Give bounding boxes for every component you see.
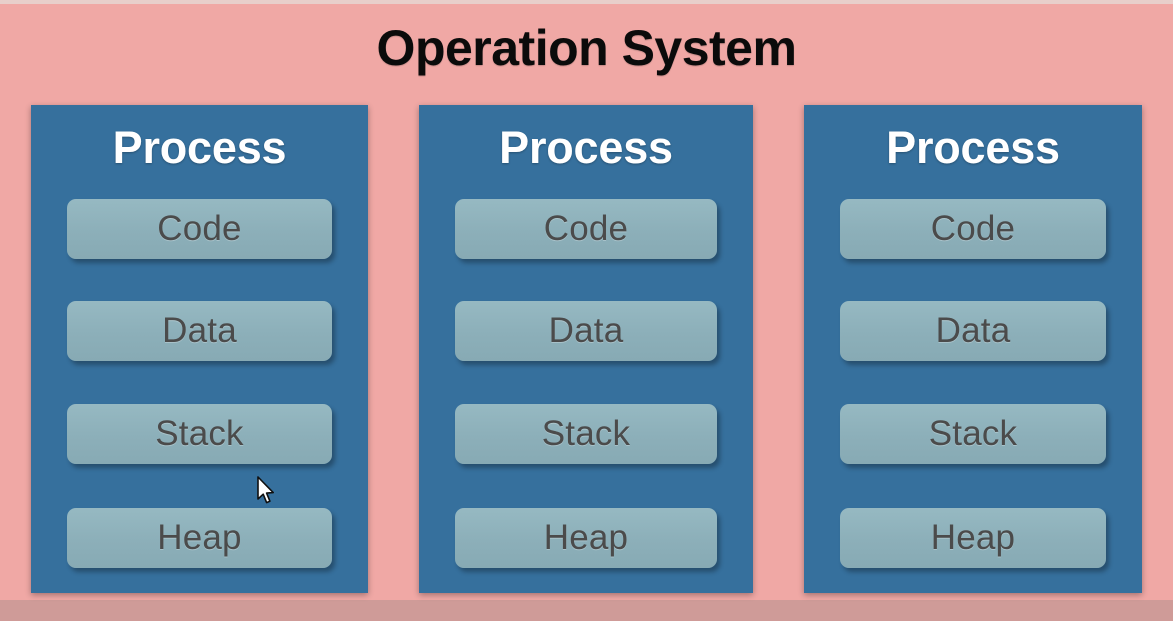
memory-segment-label: Data (935, 311, 1011, 350)
memory-segment-label: Heap (543, 518, 629, 557)
process-panel-title: Process (499, 122, 673, 173)
memory-segment-list: Code Data Stack Heap (804, 105, 1142, 593)
memory-segment-label: Data (548, 311, 624, 350)
memory-segment-heap: Heap (67, 508, 332, 568)
memory-segment-list: Code Data Stack Heap (419, 105, 753, 593)
process-panel-3: Process Code Data Stack Heap (804, 105, 1142, 593)
memory-segment-label: Code (157, 209, 242, 248)
memory-segment-label: Code (930, 209, 1016, 248)
process-panel-title: Process (112, 122, 287, 173)
memory-segment-list: Code Data Stack Heap (31, 105, 368, 593)
memory-segment-stack: Stack (455, 404, 717, 464)
process-panel-1: Process Code Data Stack Heap (31, 105, 368, 593)
memory-segment-heap: Heap (840, 508, 1106, 568)
process-panel-title: Process (886, 122, 1060, 173)
bottom-letterbox-strip (0, 600, 1173, 621)
page-title: Operation System (376, 20, 797, 76)
process-panel-2: Process Code Data Stack Heap (419, 105, 753, 593)
memory-segment-code: Code (455, 199, 717, 259)
memory-segment-code: Code (840, 199, 1106, 259)
memory-segment-label: Stack (155, 414, 244, 453)
memory-segment-label: Heap (930, 518, 1016, 557)
memory-segment-stack: Stack (67, 404, 332, 464)
memory-segment-data: Data (840, 301, 1106, 361)
memory-segment-label: Stack (541, 414, 631, 453)
memory-segment-stack: Stack (840, 404, 1106, 464)
memory-segment-heap: Heap (455, 508, 717, 568)
memory-segment-label: Data (162, 311, 237, 350)
memory-segment-label: Heap (157, 518, 242, 557)
top-letterbox-strip (0, 0, 1173, 4)
memory-segment-label: Stack (928, 414, 1018, 453)
memory-segment-code: Code (67, 199, 332, 259)
memory-segment-label: Code (543, 209, 629, 248)
memory-segment-data: Data (455, 301, 717, 361)
memory-segment-data: Data (67, 301, 332, 361)
